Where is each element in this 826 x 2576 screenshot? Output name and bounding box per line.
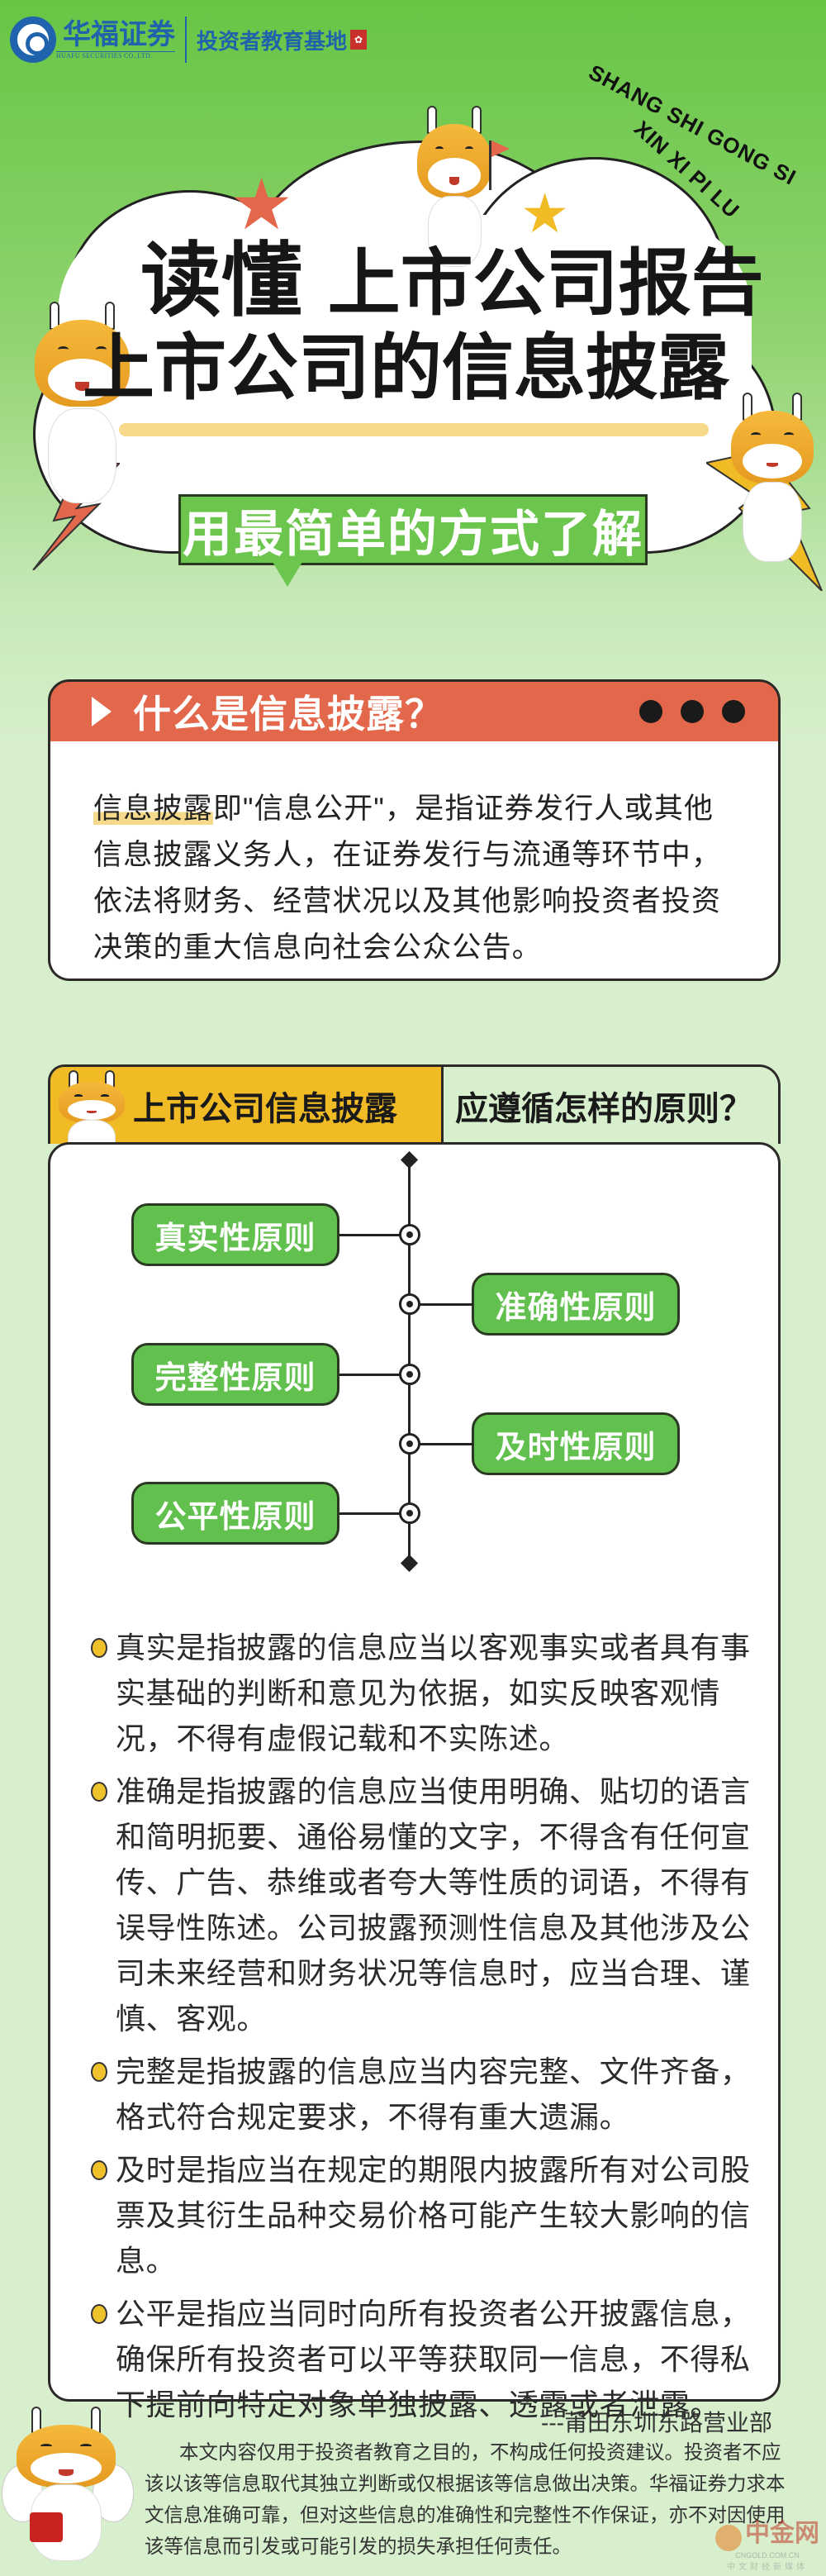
list-item: 及时是指应当在规定的期限内披露所有对公司股 票及其衍生品种交易价格可能产生较大影… (91, 2147, 768, 2283)
cow-mascot (417, 106, 491, 271)
disclaimer-line: 该以该等信息取代其独立判断或仅根据该等信息做出决策。华福证券力求本 (145, 2473, 786, 2494)
cow-mascot (35, 302, 130, 508)
timeline-node (399, 1224, 420, 1245)
title-left-text: 上市公司信息披露 (133, 1090, 397, 1127)
disclaimer-line: 该等信息而引发或可能引发的损失承担任何责任。 (145, 2536, 572, 2557)
disclaimer-line: 本文内容仅用于投资者教育之目的，不构成任何投资建议。投资者不应 (179, 2441, 781, 2463)
section-principles-header: 上市公司信息披露 应遵循怎样的原则？ (48, 1064, 781, 1144)
branch-signature: ---莆田东圳东路营业部 (541, 2410, 772, 2436)
list-item: 完整是指披露的信息应当内容完整、文件齐备， 格式符合规定要求，不得有重大遗漏。 (91, 2049, 768, 2140)
timeline-connector (417, 1303, 473, 1306)
star-icon: ★ (230, 165, 294, 245)
bullet-line: 实基础的判断和意见为依据，如实反映客观情 (116, 1676, 721, 1710)
definition-text: 即"信息公开"，是指证券发行人或其他 (212, 793, 714, 825)
watermark-tagline: 中文财经新媒体 (727, 2562, 808, 2572)
highlight-term: 信息披露 (93, 793, 213, 825)
timeline-node (399, 1502, 420, 1524)
timeline-node (399, 1364, 420, 1385)
timeline-connector (339, 1234, 402, 1236)
logo-divider (185, 17, 187, 63)
definition-line: 信息披露即"信息公开"，是指证券发行人或其他 (93, 786, 778, 832)
section-title-right: 应遵循怎样的原则？ (444, 1067, 778, 1144)
watermark: 中金网 CNGOLD.COM.CN 中文财经新媒体 (715, 2512, 819, 2572)
flag-icon (489, 140, 510, 190)
banner-tail (273, 562, 302, 587)
title-underline (119, 423, 709, 436)
hero-title-line-1: 读懂 上市公司报告 (140, 236, 764, 328)
bullet-dot-icon (91, 1782, 107, 1802)
definition-line: 决策的重大信息向社会公众公告。 (93, 931, 543, 964)
brand-logo: 华福证券 HUAFU SECURITIES CO.,LTD. 投资者教育基地 ✿ (10, 17, 368, 63)
bullet-line: 真实是指披露的信息应当以客观事实或者具有事 (116, 1631, 751, 1664)
principle-timely: 及时性原则 (472, 1412, 680, 1475)
principle-fair: 公平性原则 (131, 1482, 339, 1545)
dot-icon (722, 700, 745, 723)
timeline-node (399, 1293, 420, 1315)
edu-base-label: 投资者教育基地 (197, 29, 348, 55)
cow-mascot-winged (2, 2407, 134, 2564)
bullet-dot-icon (91, 2304, 107, 2324)
subtitle-banner: 用最简单的方式了解 (178, 494, 648, 565)
bullet-dot-icon (91, 1638, 107, 1658)
bullet-line: 公平是指应当同时向所有投资者公开披露信息， (116, 2297, 751, 2331)
cow-mascot (731, 393, 814, 566)
bullet-line: 票及其衍生品种交易价格可能产生较大影响的信 (116, 2198, 751, 2232)
bullet-line: 及时是指应当在规定的期限内披露所有对公司股 (116, 2153, 751, 2187)
bullet-dot-icon (91, 2062, 107, 2082)
timeline-connector (339, 1374, 402, 1376)
watermark-logo-icon (715, 2524, 742, 2551)
play-triangle-icon (92, 697, 112, 726)
dot-icon (639, 700, 662, 723)
title-prefix: 读懂 (140, 233, 303, 328)
bullet-line: 司未来经营和财务状况等信息时，应当合理、谨 (116, 1956, 751, 1990)
bullet-line: 慎、客观。 (116, 2002, 268, 2036)
bullet-line: 完整是指披露的信息应当内容完整、文件齐备， (116, 2055, 751, 2088)
timeline-node (399, 1433, 420, 1455)
seal-icon: ✿ (350, 30, 368, 50)
cow-mascot (59, 1070, 125, 1144)
brand-name: 华福证券 (63, 18, 175, 51)
bullet-line: 格式符合规定要求，不得有重大遗漏。 (116, 2100, 630, 2134)
title-main: 上市公司报告 (327, 240, 764, 326)
timeline-axis (408, 1157, 411, 1566)
principle-truthful: 真实性原则 (131, 1203, 339, 1266)
watermark-name: 中金网 (745, 2520, 819, 2547)
brand-name-en: HUAFU SECURITIES CO.,LTD. (56, 51, 175, 60)
bullet-line: 和简明扼要、通俗易懂的文字，不得含有任何宣 (116, 1820, 751, 1854)
dot-icon (681, 700, 704, 723)
section-what-is-disclosure-header: 什么是信息披露？ (48, 679, 781, 744)
list-item: 真实是指披露的信息应当以客观事实或者具有事 实基础的判断和意见为依据，如实反映客… (91, 1625, 768, 1761)
bullet-line: 确保所有投资者可以平等获取同一信息，不得私 (116, 2342, 751, 2376)
watermark-domain: CNGOLD.COM.CN (735, 2550, 800, 2559)
star-icon: ★ (520, 183, 570, 244)
list-item: 公平是指应当同时向所有投资者公开披露信息， 确保所有投资者可以平等获取同一信息，… (91, 2291, 768, 2427)
huafu-logo-icon (10, 17, 56, 63)
principle-explanations: 真实是指披露的信息应当以客观事实或者具有事 实基础的判断和意见为依据，如实反映客… (91, 1625, 768, 2435)
timeline-connector (417, 1443, 473, 1445)
bullet-line: 下提前向特定对象单独披露、透露或者泄露。 (116, 2388, 721, 2421)
bullet-line: 传、广告、恭维或者夸大等性质的词语，不得有 (116, 1865, 751, 1899)
gift-box-icon (30, 2512, 63, 2542)
list-item: 准确是指披露的信息应当使用明确、贴切的语言 和简明扼要、通俗易懂的文字，不得含有… (91, 1769, 768, 2041)
disclaimer: 本文内容仅用于投资者教育之目的，不构成任何投资建议。投资者不应 该以该等信息取代… (145, 2436, 786, 2562)
definition-line: 依法将财务、经营状况以及其他影响投资者投资 (93, 885, 722, 917)
definition-line: 信息披露义务人，在证券发行与流通等环节中， (93, 839, 722, 871)
bullet-line: 况，不得有虚假记载和不实陈述。 (116, 1721, 570, 1755)
disclaimer-line: 文信息准确可靠，但对这些信息的准确性和完整性不作保证，亦不对因使用 (145, 2504, 786, 2526)
bullet-dot-icon (91, 2160, 107, 2180)
bullet-line: 误导性陈述。公司披露预测性信息及其他涉及公 (116, 1911, 751, 1945)
timeline-connector (339, 1512, 402, 1515)
bullet-line: 准确是指披露的信息应当使用明确、贴切的语言 (116, 1774, 751, 1808)
section-title: 什么是信息披露？ (133, 693, 444, 736)
definition-card: 信息披露即"信息公开"，是指证券发行人或其他 信息披露义务人，在证券发行与流通等… (48, 741, 781, 981)
principle-accurate: 准确性原则 (472, 1273, 680, 1336)
hero-title-line-2: 上市公司的信息披露 (83, 325, 729, 410)
section-title-left: 上市公司信息披露 (50, 1067, 444, 1144)
bullet-line: 息。 (116, 2244, 177, 2278)
principle-complete: 完整性原则 (131, 1343, 339, 1406)
